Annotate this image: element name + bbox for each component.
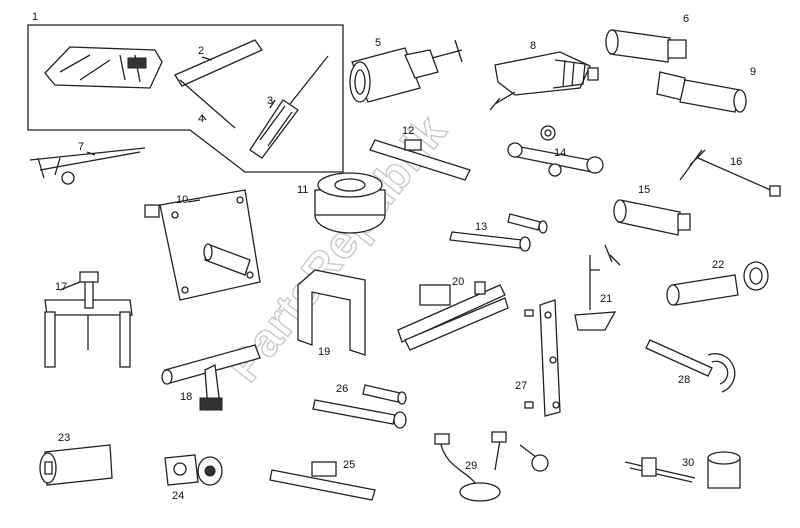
callout-2: 2 (198, 45, 204, 57)
part-12-holding-bar (369, 139, 471, 181)
callout-3: 3 (267, 95, 273, 107)
toolkit-pouch (44, 46, 163, 89)
callout-15: 15 (638, 184, 650, 196)
part-6-sleeve (605, 29, 687, 63)
toolkit-frame (27, 24, 344, 173)
callout-11: 11 (297, 184, 308, 196)
part-17-puller (44, 271, 133, 368)
part-26-pins (312, 384, 407, 429)
callout-7: 7 (78, 141, 84, 153)
part-21-dial-gauge (574, 244, 621, 331)
part-19-bracket (297, 269, 366, 356)
callout-6: 6 (683, 13, 689, 25)
part-3-screwdriver (249, 99, 299, 159)
part-29-harness (434, 431, 549, 502)
part-20-fixture (397, 281, 509, 351)
callout-9: 9 (750, 66, 756, 78)
part-7-flywheel-holder (29, 147, 146, 185)
part-18-t-tool (161, 344, 261, 411)
part-11-bell (314, 172, 386, 234)
part-25-flat-bar (269, 461, 376, 501)
part-9-bushing-tool (656, 71, 747, 113)
callout-25: 25 (343, 459, 355, 471)
part-5-puller (349, 39, 463, 103)
callout-4: 4 (198, 113, 204, 125)
callout-14: 14 (554, 147, 566, 159)
part-1-toolkit-group (27, 24, 344, 173)
callout-18: 18 (180, 391, 192, 403)
part-30-extractor (624, 451, 741, 489)
callout-30: 30 (682, 457, 694, 469)
callout-26: 26 (336, 383, 348, 395)
part-2-tube-wrench (174, 39, 263, 87)
callout-28: 28 (678, 374, 690, 386)
part-13-pins (449, 213, 548, 252)
callout-23: 23 (58, 432, 70, 444)
gear-icon (540, 125, 556, 141)
callout-8: 8 (530, 40, 536, 52)
part-23-socket (39, 444, 113, 486)
part-8-adapter (489, 51, 599, 111)
callout-20: 20 (452, 276, 464, 288)
callout-1: 1 (32, 11, 38, 23)
callout-16: 16 (730, 156, 742, 168)
part-10-support-plate (144, 189, 261, 301)
part-4-tommy-bar (179, 79, 236, 129)
part-22-rings (666, 261, 769, 306)
part-14-wrench (507, 125, 604, 177)
callout-27: 27 (515, 380, 527, 392)
part-28-hook-wrench (645, 339, 736, 393)
callout-24: 24 (172, 490, 184, 502)
callout-13: 13 (475, 221, 487, 233)
part-15-sleeve (613, 199, 691, 236)
callout-21: 21 (600, 293, 612, 305)
callout-19: 19 (318, 346, 330, 358)
callout-22: 22 (712, 259, 724, 271)
callout-labels: 1 2 3 4 5 6 7 8 9 10 11 12 13 14 15 16 1… (32, 11, 756, 502)
part-16-t-key (679, 149, 781, 197)
callout-12: 12 (402, 125, 414, 137)
callout-10: 10 (176, 194, 188, 206)
callout-29: 29 (465, 460, 477, 472)
leader-lines (59, 56, 276, 291)
callout-17: 17 (55, 281, 67, 293)
part-27-long-plate (524, 299, 561, 417)
part-24-adapter-plates (164, 454, 223, 486)
callout-5: 5 (375, 37, 381, 49)
